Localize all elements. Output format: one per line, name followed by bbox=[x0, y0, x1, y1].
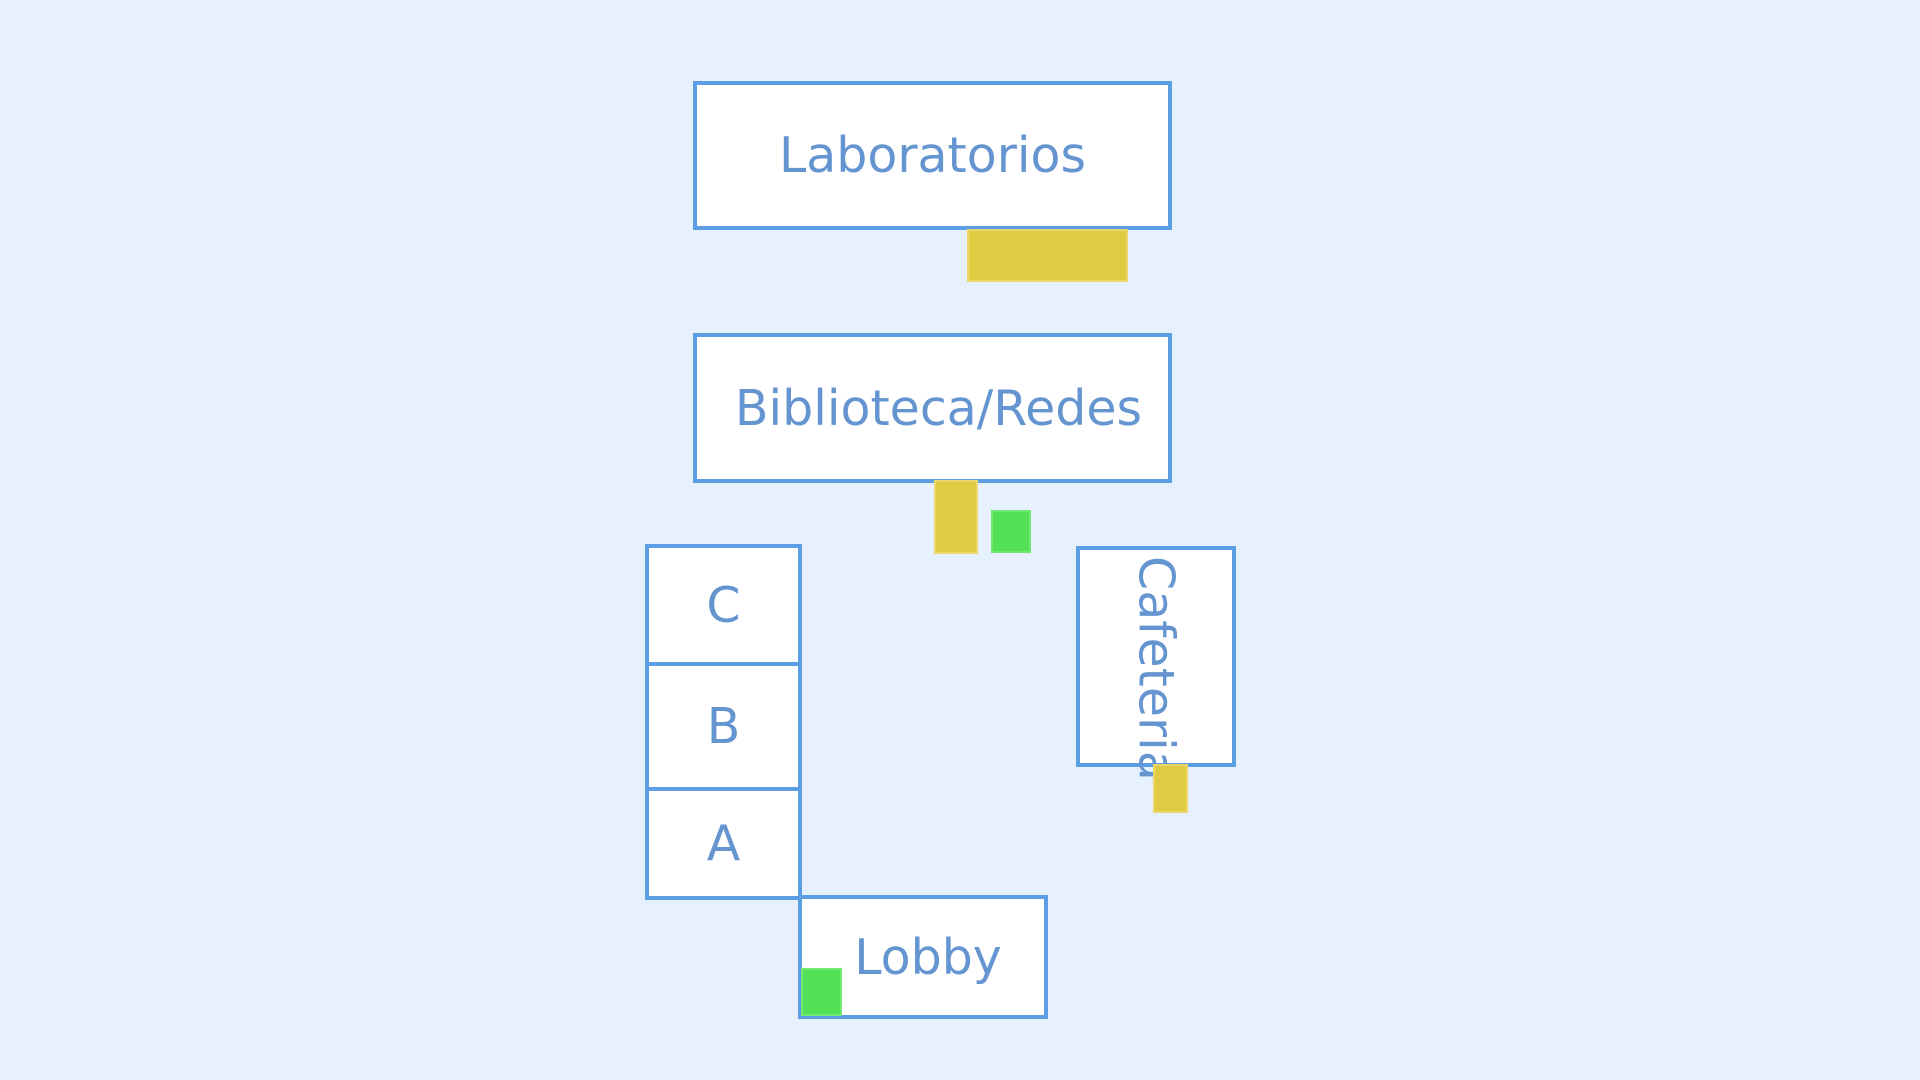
building-cafeteria[interactable]: Cafeteria bbox=[1076, 546, 1236, 781]
green-marker-biblioteca bbox=[991, 510, 1031, 553]
building-label-b: B bbox=[706, 698, 741, 755]
building-biblioteca-redes[interactable]: Biblioteca/Redes bbox=[693, 333, 1172, 483]
yellow-marker-cafeteria bbox=[1153, 764, 1188, 813]
building-laboratorios[interactable]: Laboratorios bbox=[693, 81, 1172, 230]
building-block-a[interactable]: A bbox=[645, 787, 802, 900]
building-block-c[interactable]: C bbox=[645, 544, 802, 666]
building-label-cafeteria: Cafeteria bbox=[1127, 556, 1185, 781]
building-block-b[interactable]: B bbox=[645, 662, 802, 791]
building-label-lobby: Lobby bbox=[854, 928, 1002, 986]
building-label-laboratorios: Laboratorios bbox=[778, 127, 1087, 184]
building-label-a: A bbox=[706, 815, 741, 872]
yellow-marker-biblioteca bbox=[934, 480, 978, 554]
building-label-biblioteca-redes: Biblioteca/Redes bbox=[734, 379, 1143, 437]
yellow-marker-laboratorios bbox=[967, 229, 1128, 282]
building-label-c: C bbox=[706, 576, 741, 634]
green-marker-lobby bbox=[801, 968, 842, 1016]
